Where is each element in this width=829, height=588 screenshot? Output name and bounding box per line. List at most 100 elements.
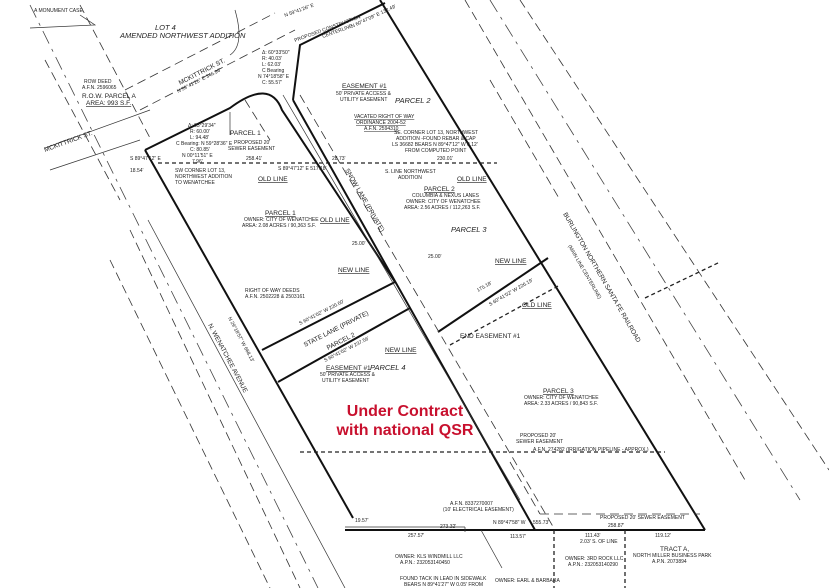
sewer-easement-label: PROPOSED 20' [234, 140, 270, 146]
lot4-label: LOT 4 [155, 23, 176, 32]
old-line-label: OLD LINE [522, 302, 552, 309]
distance-258-87: 258.87' [608, 523, 624, 529]
distance-18-54: 18.54' [130, 168, 144, 174]
curve-1-data: Δ: 60°33'50" R: 40.03' L: 62.03' C Beari… [258, 50, 290, 86]
parcel-owner: OWNER: CITY OF WENATCHEE [406, 199, 481, 205]
curve-text: N 74°18'58" E [258, 74, 290, 80]
sewer-easement-label: SEWER EASEMENT [228, 146, 275, 152]
distance-119-12: 119.12' [655, 533, 671, 539]
parcel-owner: OWNER: CITY OF WENATCHEE [244, 217, 319, 223]
distance-257-57: 257.57' [408, 533, 424, 539]
s-line-label: S. LINE NORTHWEST [385, 169, 436, 175]
curve-text: Δ: 60°33'50" [262, 50, 290, 56]
sw-corner-label: NORTHWEST ADDITION [175, 174, 232, 180]
se-corner-label: SE. CORNER LOT 13, NORTHWEST [394, 130, 478, 136]
parcel-1-top-label: PARCEL 1 [230, 130, 261, 137]
curve-2-data: Δ: 93°29'34" R: 60.00' L: 94.48' C Beari… [176, 123, 233, 165]
parcel-1-block: PARCEL 1 OWNER: CITY OF WENATCHEE AREA: … [242, 210, 319, 229]
parcel-3-block: PARCEL 3 OWNER: CITY OF WENATCHEE AREA: … [524, 388, 599, 407]
parcel-4-label: PARCEL 4 [370, 363, 406, 372]
curve-text: L: 94.48' [190, 135, 209, 141]
tract-a-label: TRACT A, [660, 546, 689, 553]
vacated-row-label: A.F.N. 2594310 [364, 126, 399, 132]
sewer-easement-bottom-label: PROPOSED 20' SEWER EASEMENT [600, 515, 685, 521]
lot4-subtitle: AMENDED NORTHWEST ADDITION [119, 31, 246, 40]
distance-258-41: 258.41' [246, 156, 262, 162]
bearing-west: S 89°47'12" E [130, 156, 162, 162]
electrical-easement-label: (10' ELECTRICAL EASEMENT) [443, 507, 514, 513]
vacated-row-label: VACATED RIGHT OF WAY [354, 114, 415, 120]
parcel-3-top-label: PARCEL 3 [451, 225, 487, 234]
easement-1-title: EASEMENT #1 [342, 83, 387, 90]
curve-text: C: 55.57' [262, 80, 282, 86]
sw-corner-label: SW CORNER LOT 13, [175, 168, 225, 174]
row-parcel-label: R.O.W. PARCEL A [82, 93, 136, 100]
distance-230-01: 230.01' [437, 156, 453, 162]
curve-text: C Bearing [262, 68, 284, 74]
distance-273-32: 273.32' [440, 524, 456, 530]
se-corner-label: LS 36682 BEARS N 89°47'12" W 0.12' [392, 142, 478, 148]
s-line-label: ADDITION [398, 175, 422, 181]
electrical-easement-label: A.F.N. 8337270007 [450, 501, 493, 507]
distance-113-57: 113.57' [510, 534, 526, 540]
distance-175-18: 175.18' [476, 280, 493, 293]
new-line-label: NEW LINE [385, 347, 417, 354]
curve-text: C: 80.85' [190, 147, 210, 153]
parcel-title: PARCEL 3 [543, 388, 574, 395]
parcel-owner: OWNER: CITY OF WENATCHEE [524, 395, 599, 401]
row-deeds-label: A.F.N. 2502228 & 2503161 [245, 294, 305, 300]
easement-1b-text: UTILITY EASEMENT [322, 378, 369, 384]
row-parcel-area: AREA: 993 S.F. [86, 100, 131, 107]
old-line-label: OLD LINE [258, 176, 288, 183]
distance-25-00: 25.00' [428, 254, 442, 260]
owner-kls-label: OWNER: KLS WINDMILL LLC [395, 554, 463, 560]
vacated-row-label: ORDINANCE 2004-52 [356, 120, 406, 126]
under-contract-text: Under Contract [347, 403, 464, 420]
distance-111-43: 111.43' [585, 533, 601, 539]
curve-text: C Bearing: N 59°28'36" E [176, 141, 233, 147]
easement-1-text: UTILITY EASEMENT [340, 97, 387, 103]
road-lines [29, 4, 346, 588]
row-deeds-label: RIGHT OF WAY DEEDS [245, 288, 300, 294]
se-corner-label: FROM COMPUTED POINT [405, 148, 466, 154]
se-corner-label: ADDITION -FOUND REBAR & CAP [396, 136, 476, 142]
found-tack-label: BEARS N 89°41'27" W 0.05' FROM [404, 582, 483, 588]
sewer-easement-label: SEWER EASEMENT [516, 439, 563, 445]
end-easement-label: END EASEMENT #1 [460, 333, 521, 340]
parcel-area: AREA: 2.33 ACRES / 90,843 S.F. [524, 401, 598, 407]
bearing-bottom: N 89°47'58" W [493, 520, 526, 526]
parcel-boundaries [144, 0, 706, 588]
new-line-label: NEW LINE [495, 258, 527, 265]
row-deed-afn: A.F.N. 2596065 [82, 85, 117, 91]
bearing-mid: S 89°47'12" E 517.18' [278, 166, 327, 172]
owner-earl-label: OWNER: EARL & BARBARA [495, 578, 560, 584]
old-line-label: OLD LINE [457, 176, 487, 183]
distance-19-57: 19.57' [355, 518, 369, 524]
distance-25-00: 25.00' [352, 241, 366, 247]
owner-rock-label: A.P.N.: 232053140290 [568, 562, 618, 568]
found-tack-label: FOUND TACK IN LEAD IN SIDEWALK [400, 576, 487, 582]
wenatchee-avenue-label: N. WENATCHEE AVENUE [206, 323, 249, 395]
owner-kls-label: A.P.N.: 232053140450 [400, 560, 450, 566]
row-deed-label: ROW DEED [84, 79, 112, 85]
sw-corner-label: TO WENATCHEE [175, 180, 215, 186]
easement-1b-text: 50' PRIVATE ACCESS & [320, 372, 376, 378]
distance-28-73: 28.73' [332, 156, 346, 162]
parcel-area: AREA: 2.56 ACRES / 112,263 S.F. [404, 205, 480, 211]
bearing-top: N 59°41'26" E [284, 2, 316, 19]
easement-1-text: 50' PRIVATE ACCESS & [336, 91, 392, 97]
tract-a-label: A.P.N. 2073894 [652, 559, 687, 565]
curve-text: R: 40.03' [262, 56, 282, 62]
distance-off-line: 2.03' S. OF LINE [580, 539, 618, 545]
curve-text: 7.96' [192, 159, 203, 165]
curve-text: L: 62.03' [262, 62, 281, 68]
parcel-title: PARCEL 1 [265, 210, 296, 217]
irrigation-label: A.F.N. 274282 (IRRIGATION PIPELINE - APP… [533, 447, 649, 453]
bearing-state-north: S 60°41'02" W 220.60' [298, 299, 345, 327]
curve-text: Δ: 93°29'34" [188, 123, 216, 129]
railroad-lines [464, 0, 829, 501]
distance-555-73: 555.73' [533, 520, 549, 526]
monument-label: A MONUMENT CASE [34, 8, 83, 14]
parcel-title: PARCEL 2 [424, 186, 455, 193]
